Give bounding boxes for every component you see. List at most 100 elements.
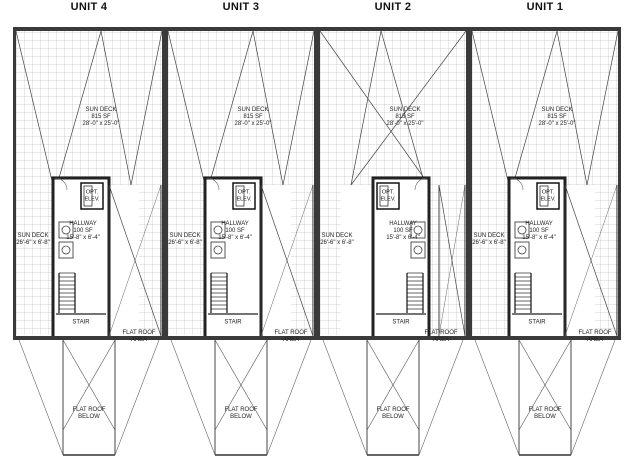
unit-1 [13,27,165,456]
side-deck-grid-right [595,185,619,335]
flat-roof-area-label-line: AREA [586,337,604,343]
mech-unit [410,241,426,259]
sun-deck-label-line: 815 SF [547,114,567,121]
side-deck-label-line: 26'-6" x 6'-8" [320,240,354,246]
sun-deck-grid [15,30,163,185]
unit-title: UNIT 1 [526,1,564,13]
elevator-label-line: OPT. [237,189,251,196]
hallway-label-line: 15'-8" x 6'-4" [386,235,420,242]
hip-line [512,30,558,186]
hip-line [350,30,382,186]
elevator-label-line: OPT. [85,189,99,196]
hallway-label-line: 15'-8" x 6'-4" [522,235,556,242]
outer-wall-right [618,27,621,337]
stair-label: STAIR [224,319,241,326]
hip-line [380,30,426,186]
unit-2 [165,27,317,456]
lower-diag [518,339,572,431]
lower-diag [366,339,420,431]
parapet-wall [13,27,165,31]
side-deck-label-line: 26'-6" x 6'-8" [16,240,50,246]
hallway-label-line: 15'-8" x 6'-4" [66,235,100,242]
sun-deck-label-line: 815 SF [243,114,263,121]
sun-deck-label-line: SUN DECK [85,107,117,114]
mech-unit [410,221,426,239]
parapet-wall [317,27,469,31]
lower-diag-out [18,339,64,456]
side-deck-grid-right [139,185,163,335]
unit-title: UNIT 4 [70,1,108,13]
floor-line [317,336,469,340]
elevator-label-line: OPT. [541,189,555,196]
mech-unit [514,221,530,239]
mech-fan [61,245,71,255]
lower-diag [62,339,116,431]
hallway-label-line: HALLWAY [221,221,249,228]
door-swing [414,177,428,191]
sun-deck-label-line: 815 SF [91,114,111,121]
unit-title: UNIT 3 [222,1,260,13]
stair-label-line: STAIR [392,319,410,326]
hip-line [167,30,206,186]
lower-diag-out [114,339,160,456]
stair-label: STAIR [528,319,545,326]
elevator-label-line: ELEV. [84,196,100,202]
side-deck-grid-right [317,185,341,335]
lower-diag-out [418,339,464,456]
elevator-label-line: ELEV. [540,196,556,202]
lower-diag-out [266,339,312,456]
outer-wall-left [317,27,320,337]
flat-roof-below-label-line: FLAT ROOF [376,406,410,413]
side-deck-label-line: SUN DECK [17,232,49,239]
hip-line [319,30,430,186]
hallway-label-line: 100 SF [529,228,549,235]
side-deck-grid-right [291,185,315,335]
flat-roof-area-label-line: FLAT ROOF [424,329,458,336]
mech-unit [210,221,226,239]
mech-unit [210,241,226,259]
lower-diag-out [474,339,520,456]
side-deck-label-line: SUN DECK [321,232,353,239]
flat-roof-area-label-line: AREA [282,337,300,343]
outer-wall-right [314,27,317,337]
hip-line [100,30,132,186]
mech-fan [413,225,423,235]
mech-fan [517,245,527,255]
outer-wall-left [165,27,168,337]
hip-line [556,30,588,186]
side-deck-label-line: SUN DECK [169,232,201,239]
flat-roof-diag [260,184,314,337]
side-deck-label-line: 26'-6" x 6'-8" [472,240,506,246]
sun-deck-label-line: SUN DECK [541,107,573,114]
hip-line [282,30,315,186]
flat-roof-below-label-line: FLAT ROOF [224,406,258,413]
sun-deck-label-line: 28'-0" x 25'-0" [386,121,424,128]
flat-roof-area-label-line: AREA [432,337,450,343]
mech-fan [213,225,223,235]
elevator-label-line: ELEV. [380,196,396,202]
flat-roof-diag [438,184,466,337]
lower-diag-out [170,339,216,456]
hallway-label-line: HALLWAY [69,221,97,228]
flat-roof-below-label-line: BELOW [534,414,556,420]
side-deck-label-line: 26'-6" x 6'-8" [168,240,202,246]
outer-wall-left [469,27,472,337]
sun-deck-label-line: 28'-0" x 25'-0" [234,121,272,128]
mech-unit [58,241,74,259]
flat-roof-diag [108,184,162,337]
hip-line [252,30,284,186]
door-swing [206,177,220,191]
elevator-label-line: ELEV. [236,196,252,202]
sun-deck-grid [167,30,315,185]
hip-line [130,30,163,186]
hallway-label-line: HALLWAY [389,221,417,228]
